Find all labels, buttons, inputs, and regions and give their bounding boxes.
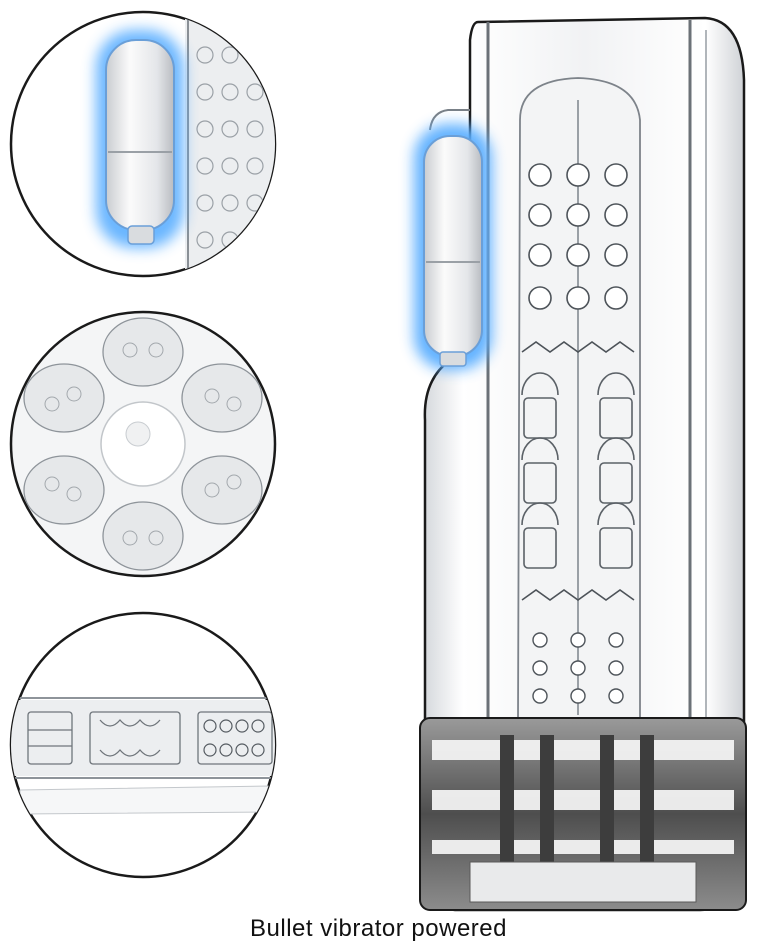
inner-canal xyxy=(517,77,641,721)
base-cap xyxy=(419,717,747,911)
sleeve-bullet xyxy=(414,109,492,370)
canal-detail xyxy=(9,611,277,879)
bullet-detail xyxy=(9,10,277,278)
radial-nubs-icon xyxy=(23,317,263,571)
bullet-vibrator-icon xyxy=(105,39,175,245)
opening-detail xyxy=(9,310,277,578)
canal-texture-icon xyxy=(11,697,275,815)
caption-text: Bullet vibrator powered xyxy=(250,915,507,942)
sleeve-body xyxy=(419,16,747,912)
